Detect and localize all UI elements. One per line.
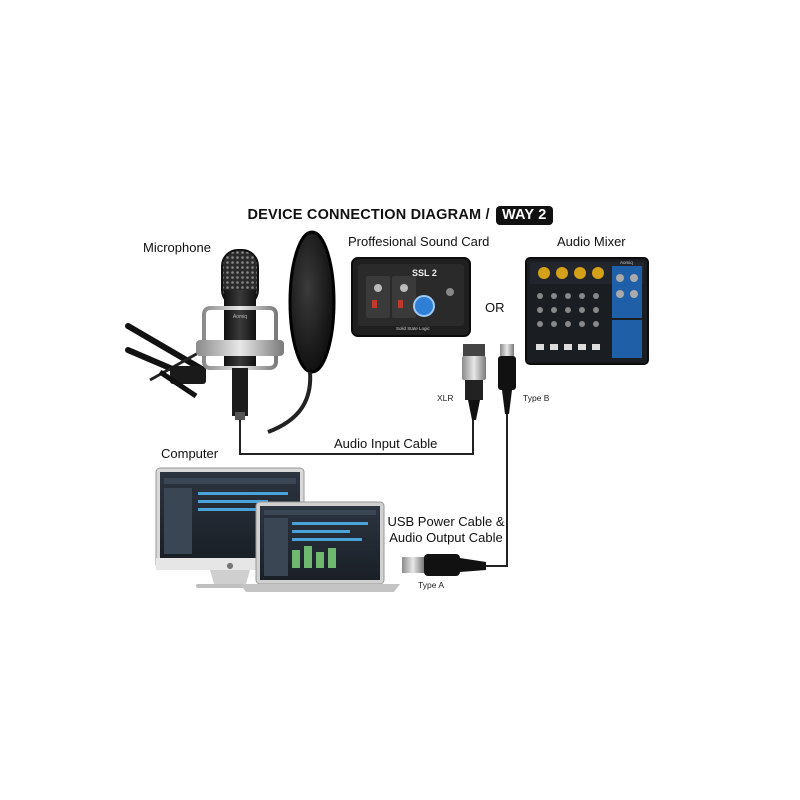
audio-mixer-illustration: Aomiq [525, 257, 649, 365]
diagram-title: DEVICE CONNECTION DIAGRAM / WAY 2 [0, 206, 800, 225]
usb-cable-label: USB Power Cable & Audio Output Cable [384, 514, 508, 546]
xlr-label: XLR [437, 393, 454, 403]
usb-type-a-connector [402, 554, 486, 576]
xlr-connector [462, 344, 486, 420]
cables [239, 414, 508, 567]
mic-brand: Aomiq [233, 314, 247, 320]
title-badge: WAY 2 [495, 206, 553, 225]
boom-arm [125, 323, 206, 399]
title-text: DEVICE CONNECTION DIAGRAM / [247, 207, 490, 223]
microphone-illustration: Aomiq [196, 249, 284, 420]
sound-card-label: Proffesional Sound Card [348, 234, 490, 249]
type-a-label: Type A [418, 580, 444, 590]
computer-label: Computer [161, 446, 219, 461]
soundcard-brand: Solid State Logic [396, 326, 431, 331]
usb-type-b-connector [498, 344, 516, 414]
soundcard-model: SSL 2 [412, 268, 437, 278]
laptop [240, 501, 400, 592]
mixer-brand: Aomiq [620, 260, 633, 265]
sound-card-illustration: SSL 2 Solid State Logic [351, 257, 471, 337]
microphone-label: Microphone [143, 240, 211, 255]
usb-cable-label-line1: USB Power Cable & [387, 514, 505, 529]
audio-mixer-label: Audio Mixer [557, 234, 626, 249]
svg-text:●: ● [227, 561, 234, 570]
desktop-monitor: ● [155, 467, 305, 588]
pop-filter [267, 230, 336, 434]
type-b-label: Type B [523, 393, 550, 403]
or-label: OR [485, 300, 505, 315]
usb-cable-label-line2: Audio Output Cable [389, 530, 503, 545]
audio-input-cable-label: Audio Input Cable [334, 436, 438, 451]
